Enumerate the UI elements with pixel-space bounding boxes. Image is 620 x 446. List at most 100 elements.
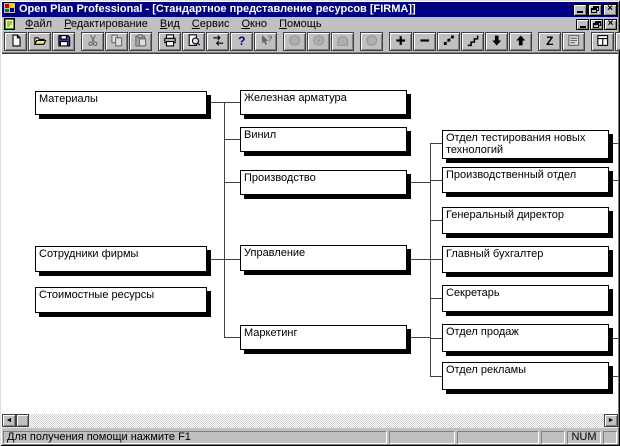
node-vinyl[interactable]: Винил — [240, 127, 407, 152]
connector-line — [430, 259, 442, 260]
node-label: Производство — [244, 172, 316, 184]
menu-item-edit[interactable]: Редактирование — [64, 18, 148, 30]
node-secretary[interactable]: Секретарь — [442, 285, 609, 312]
arrow-up-button[interactable] — [509, 32, 532, 51]
node-label: Отдел продаж — [446, 326, 519, 338]
node-materials[interactable]: Материалы — [35, 91, 207, 115]
child-close-button[interactable]: × — [604, 18, 617, 30]
node-production-dept[interactable]: Производственный отдел — [442, 167, 609, 193]
sort-z-button[interactable]: Z — [538, 32, 561, 51]
save-floppy-button[interactable] — [52, 32, 75, 51]
menu-item-service[interactable]: Сервис — [191, 18, 230, 30]
arrow-down-icon — [490, 34, 504, 50]
connector-line — [411, 259, 430, 260]
status-bar: Для получения помощи нажмите F1 NUM — [2, 428, 618, 445]
node-label: Сотрудники фирмы — [39, 248, 139, 260]
child-minimize-button[interactable] — [576, 18, 589, 30]
scroll-left-arrow[interactable]: ◄ — [2, 414, 16, 427]
sort-z-icon: Z — [543, 33, 557, 50]
ellipse-badge-shape-button — [307, 32, 330, 51]
node-sales-dept[interactable]: Отдел продаж — [442, 324, 609, 352]
scrollbar-thumb[interactable] — [16, 414, 29, 427]
transfer-arrows-button[interactable] — [206, 32, 229, 51]
node-iron-fittings[interactable]: Железная арматура — [240, 90, 407, 115]
connector-line — [430, 376, 442, 377]
document-window-icon — [3, 18, 16, 30]
context-help-pointer-button: ? — [254, 32, 277, 51]
connector-line — [430, 180, 442, 181]
add-plus-button[interactable] — [389, 32, 412, 51]
status-panel — [457, 430, 539, 444]
add-plus-icon — [394, 34, 408, 50]
print-preview-button[interactable] — [182, 32, 205, 51]
node-new-tech-testing-dept[interactable]: Отдел тестирования новых технологий — [442, 130, 609, 159]
link-dots-button[interactable] — [437, 32, 460, 51]
window-title: Open Plan Professional - [Стандартное пр… — [19, 3, 416, 15]
restore-button[interactable] — [588, 3, 602, 16]
node-company-employees[interactable]: Сотрудники фирмы — [35, 246, 207, 272]
close-button[interactable]: × — [603, 3, 617, 16]
node-label: Винил — [244, 129, 277, 141]
node-production[interactable]: Производство — [240, 170, 407, 195]
paste-clipboard-button — [129, 32, 152, 51]
menu-item-file[interactable]: Файл — [25, 18, 53, 30]
arch-shape-icon — [336, 34, 350, 50]
toolbar-group — [283, 32, 354, 51]
toolbar-group — [81, 32, 152, 51]
menu-bar: Файл Редактирование Вид Сервис Окно Помощь × — [2, 17, 618, 31]
child-restore-button[interactable] — [590, 18, 603, 30]
arrow-down-button[interactable] — [485, 32, 508, 51]
print-printer-button[interactable] — [158, 32, 181, 51]
node-marketing[interactable]: Маркетинг — [240, 325, 407, 350]
context-help-pointer-icon: ? — [259, 33, 273, 50]
window-new-button[interactable] — [615, 32, 620, 51]
step-chart-button[interactable] — [461, 32, 484, 51]
open-plan-app-icon — [3, 1, 16, 19]
menu-item-help[interactable]: Помощь — [279, 18, 322, 30]
connector-line — [224, 182, 240, 183]
node-cost-resources[interactable]: Стоимостные ресурсы — [35, 287, 207, 313]
save-floppy-icon — [57, 34, 71, 50]
scroll-right-arrow[interactable]: ► — [604, 414, 618, 427]
node-advertising-dept[interactable]: Отдел рекламы — [442, 362, 609, 390]
step-chart-icon — [466, 34, 480, 50]
connector-line — [430, 338, 442, 339]
circle-shape-button — [360, 32, 383, 51]
open-folder-button[interactable] — [28, 32, 51, 51]
node-label: Железная арматура — [244, 92, 347, 104]
node-management[interactable]: Управление — [240, 245, 407, 271]
link-dots-icon — [442, 34, 456, 50]
notes-page-icon — [567, 34, 581, 50]
connector-line — [224, 102, 225, 337]
connector-line — [211, 102, 240, 103]
connector-line — [224, 139, 240, 140]
toolbar-group — [389, 32, 532, 51]
menu-item-window[interactable]: Окно — [241, 18, 268, 30]
remove-minus-button[interactable] — [413, 32, 436, 51]
node-label: Главный бухгалтер — [446, 248, 544, 260]
menu-item-view[interactable]: Вид — [159, 18, 180, 30]
window-tile-button[interactable] — [591, 32, 614, 51]
node-general-director[interactable]: Генеральный директор — [442, 207, 609, 234]
arrow-up-icon — [514, 34, 528, 50]
arch-shape-button — [331, 32, 354, 51]
node-chief-accountant[interactable]: Главный бухгалтер — [442, 246, 609, 273]
title-bar: Open Plan Professional - [Стандартное пр… — [2, 1, 618, 19]
node-label: Маркетинг — [244, 327, 298, 339]
remove-minus-icon — [418, 34, 432, 50]
copy-pages-icon — [110, 34, 124, 50]
ellipse-shape-button — [283, 32, 306, 51]
circle-shape-icon — [365, 34, 379, 50]
toolbar-group: ?? — [158, 32, 277, 51]
status-panel — [389, 430, 455, 444]
print-printer-icon — [163, 33, 177, 50]
minimize-button[interactable] — [573, 3, 587, 16]
help-question-button[interactable]: ? — [230, 32, 253, 51]
toolbar-group: Z — [538, 32, 585, 51]
new-document-button[interactable] — [4, 32, 27, 51]
connector-line — [224, 337, 240, 338]
horizontal-scrollbar[interactable]: ◄ ► — [2, 414, 618, 428]
toolbar-separator — [2, 53, 618, 54]
ellipse-shape-icon — [288, 34, 302, 50]
